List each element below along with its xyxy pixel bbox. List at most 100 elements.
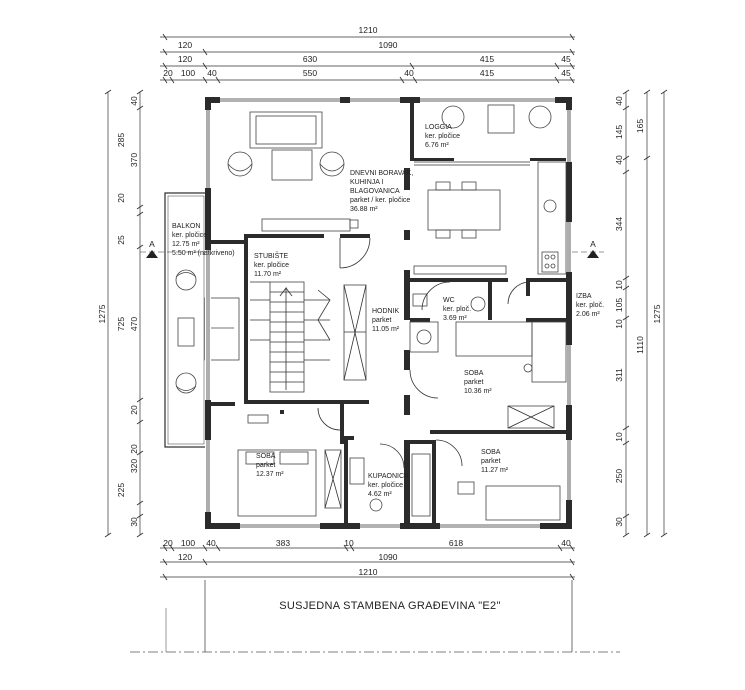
dim-left-outer-0: 1275 bbox=[97, 304, 107, 323]
section-arrow-icon bbox=[146, 250, 158, 258]
room-floor-bedroom-2: parket bbox=[256, 462, 276, 469]
toilet-icon bbox=[369, 498, 383, 512]
room-name-balcony: BALKON bbox=[172, 223, 200, 230]
room-name-bedroom-3: SOBA bbox=[481, 449, 501, 456]
wardrobe-icon bbox=[507, 405, 555, 429]
section-arrow-icon bbox=[587, 250, 599, 258]
dim-left-3: 20 bbox=[116, 193, 126, 203]
sink-icon bbox=[543, 199, 557, 213]
chair-icon bbox=[175, 269, 197, 291]
dim-top-4-3: 550 bbox=[303, 68, 317, 78]
dim-top-2-1: 1090 bbox=[379, 40, 398, 50]
section-line-a: A A bbox=[140, 239, 604, 258]
staircase bbox=[250, 237, 371, 393]
room-area-bedroom-3: 11.27 m² bbox=[481, 467, 509, 474]
dim-top-4-2: 40 bbox=[207, 68, 217, 78]
room-floor-storage: ker. ploč. bbox=[576, 302, 604, 309]
room-name-storage: IZBA bbox=[576, 293, 592, 300]
dim-top-4-1: 100 bbox=[181, 68, 195, 78]
dim-right-11: 30 bbox=[614, 517, 624, 527]
dim-top-2-0: 120 bbox=[178, 40, 192, 50]
room-name-wc: WC bbox=[443, 297, 455, 304]
room-floor-bedroom-3: parket bbox=[481, 458, 501, 465]
outer-walls bbox=[205, 97, 572, 529]
armchair-icon bbox=[227, 151, 253, 177]
dim-top-3-2: 415 bbox=[480, 54, 494, 64]
dim-left-6: 470 bbox=[129, 317, 139, 331]
room-floor-wc: ker. ploč. bbox=[443, 306, 471, 313]
dim-bottom-2-0: 120 bbox=[178, 552, 192, 562]
dim-left-2: 370 bbox=[129, 153, 139, 167]
top-dimension-lines: 1210 120 1090 120 630 415 45 20 100 40 5… bbox=[160, 25, 575, 84]
dim-top-4-6: 45 bbox=[561, 68, 571, 78]
bed-icon bbox=[531, 321, 567, 383]
room-area-hallway: 11.05 m² bbox=[372, 326, 400, 333]
dim-right-10: 250 bbox=[614, 469, 624, 483]
dim-top-3-0: 120 bbox=[178, 54, 192, 64]
room-floor-bedroom-1: parket bbox=[464, 379, 484, 386]
inner-walls bbox=[205, 97, 566, 529]
dim-bottom-1-3: 383 bbox=[276, 538, 290, 548]
room-area-stairs: 11.70 m² bbox=[254, 271, 282, 278]
dim-top-4-5: 415 bbox=[480, 68, 494, 78]
dim-right-1: 145 bbox=[614, 125, 624, 139]
dim-left-8: 20 bbox=[129, 444, 139, 454]
room-area-bathroom: 4.62 m² bbox=[368, 491, 392, 498]
room-name-living-line2: KUHINJA I bbox=[350, 179, 384, 186]
washing-machine-icon bbox=[416, 329, 432, 345]
bed-icon bbox=[237, 449, 317, 517]
dim-right-7: 10 bbox=[614, 319, 624, 329]
dim-left-7: 20 bbox=[129, 405, 139, 415]
dim-bottom-1-2: 40 bbox=[206, 538, 216, 548]
dim-right-outer-1: 1275 bbox=[652, 304, 662, 323]
neighbour-building: SUSJEDNA STAMBENA GRAĐEVINA "E2" bbox=[130, 580, 620, 653]
left-dimension-lines: 1275 40 285 370 20 25 725 470 20 20 320 … bbox=[97, 89, 144, 538]
dim-top-4-4: 40 bbox=[404, 68, 414, 78]
dim-top-3-1: 630 bbox=[303, 54, 317, 64]
dim-right-9: 10 bbox=[614, 432, 624, 442]
room-name-stairs: STUBIŠTE bbox=[254, 251, 289, 260]
dim-bottom-3-0: 1210 bbox=[359, 567, 378, 577]
room-area-bedroom-1: 10.36 m² bbox=[464, 388, 492, 395]
bottom-dimension-lines: 20 100 40 383 10 618 40 120 1090 1210 bbox=[160, 538, 575, 581]
room-floor-balcony: ker. pločice bbox=[172, 232, 207, 239]
room-floor-bathroom: ker. pločice bbox=[368, 482, 403, 489]
chair-icon bbox=[528, 105, 552, 129]
dim-bottom-1-5: 618 bbox=[449, 538, 463, 548]
tv-unit-icon bbox=[261, 218, 351, 232]
room-name-loggia: LOGGIA bbox=[425, 124, 452, 131]
desk-icon bbox=[455, 321, 533, 357]
dim-left-11: 30 bbox=[129, 517, 139, 527]
table-icon bbox=[271, 149, 313, 181]
room-floor-loggia: ker. pločice bbox=[425, 133, 460, 140]
room-labels: LOGGIA ker. pločice 6.76 m² DNEVNI BORAV… bbox=[172, 124, 604, 498]
room-area-living: 36.88 m² bbox=[350, 206, 378, 213]
dim-right-2: 165 bbox=[635, 119, 645, 133]
room-floor-living: parket / ker. pločice bbox=[350, 197, 410, 204]
dim-right-4: 344 bbox=[614, 217, 624, 231]
dim-right-3: 40 bbox=[614, 155, 624, 165]
section-marker-left: A bbox=[149, 239, 155, 249]
room-name-hallway: HODNIK bbox=[372, 308, 400, 315]
table-icon bbox=[487, 104, 515, 134]
living-furniture bbox=[227, 104, 567, 275]
right-dimension-lines: 40 145 165 40 344 10 105 10 311 10 250 3… bbox=[614, 89, 668, 538]
neighbour-building-caption: SUSJEDNA STAMBENA GRAĐEVINA "E2" bbox=[279, 600, 500, 612]
dim-bottom-1-1: 100 bbox=[181, 538, 195, 548]
room-name-living-line3: BLAGOVANICA bbox=[350, 188, 400, 195]
section-marker-right: A bbox=[590, 239, 596, 249]
bathtub-icon bbox=[349, 457, 365, 485]
shower-icon bbox=[411, 453, 431, 517]
dim-bottom-1-4: 10 bbox=[344, 538, 354, 548]
room-floor-hallway: parket bbox=[372, 317, 392, 324]
room-area-loggia: 6.76 m² bbox=[425, 142, 449, 149]
dim-left-1: 285 bbox=[116, 133, 126, 147]
dining-table-icon bbox=[427, 189, 501, 231]
room-floor-stairs: ker. pločice bbox=[254, 262, 289, 269]
chair-icon bbox=[441, 105, 465, 129]
dim-bottom-2-1: 1090 bbox=[379, 552, 398, 562]
dim-top-3-3: 45 bbox=[561, 54, 571, 64]
dim-top-4-0: 20 bbox=[163, 68, 173, 78]
chair-icon bbox=[175, 372, 197, 394]
